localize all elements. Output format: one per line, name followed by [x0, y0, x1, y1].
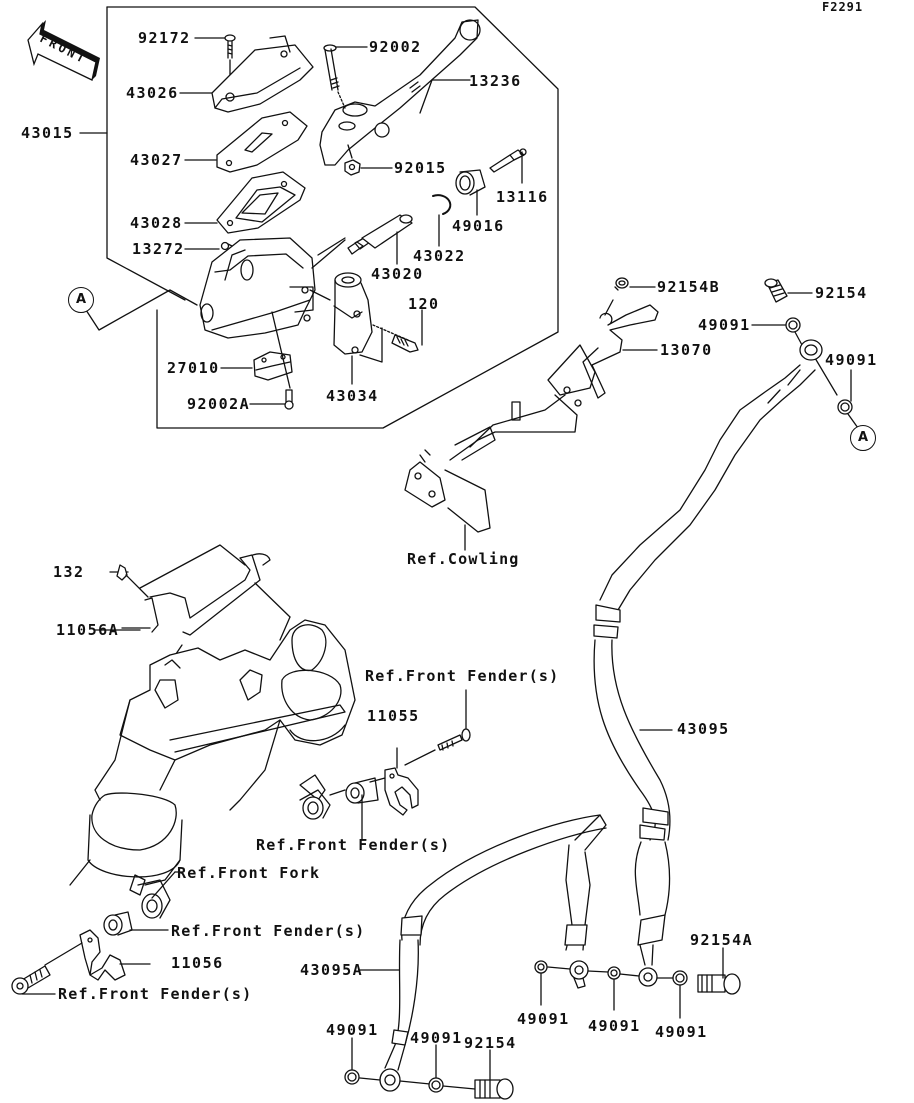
handlebar-clamp-43034 [333, 272, 383, 385]
assembly-outline-43015-left [106, 6, 186, 301]
ref-label-front-fork[interactable]: Ref.Front Fork [177, 864, 321, 882]
ref-label-front-fender-4[interactable]: Ref.Front Fender(s) [58, 985, 253, 1003]
hose-guide-13070 [582, 304, 659, 399]
fork-and-triple-clamp [11, 544, 471, 995]
front-direction-indicator: FRONT [26, 18, 104, 84]
banjo-bolt-92154-bot [474, 1049, 514, 1100]
part-label-92172[interactable]: 92172 [138, 29, 191, 47]
nut-92015 [344, 159, 361, 176]
part-label-120[interactable]: 120 [408, 295, 440, 313]
part-label-13272[interactable]: 13272 [132, 240, 185, 258]
washer-49091-mid3 [656, 970, 688, 1019]
washer-49091-top1 [785, 317, 801, 333]
banjo-bolt-92154-top [764, 278, 788, 303]
screw-92002A [284, 389, 294, 410]
ref-label-cowling[interactable]: Ref.Cowling [407, 550, 520, 568]
cowling-bracket [404, 344, 596, 551]
washer-49091-mid1 [534, 960, 548, 1006]
part-label-43028[interactable]: 43028 [130, 214, 183, 232]
part-label-43027[interactable]: 43027 [130, 151, 183, 169]
part-label-43015[interactable]: 43015 [21, 124, 74, 142]
part-label-49091-top1[interactable]: 49091 [698, 316, 751, 334]
diaphragm-43028 [216, 171, 306, 234]
part-label-11055[interactable]: 11055 [367, 707, 420, 725]
bolt-92154B [614, 277, 629, 291]
pivot-bolt-92002 [323, 44, 346, 109]
assembly-outline-43015 [106, 6, 559, 429]
brake-lever-13236 [319, 19, 481, 166]
brake-hose-43095A [359, 814, 607, 1071]
screw-13272 [220, 241, 233, 251]
part-label-132[interactable]: 132 [53, 563, 85, 581]
part-label-43020[interactable]: 43020 [371, 265, 424, 283]
circlip-43022 [432, 194, 452, 247]
part-label-13070[interactable]: 13070 [660, 341, 713, 359]
part-label-92015[interactable]: 92015 [394, 159, 447, 177]
part-label-49091-top2[interactable]: 49091 [825, 351, 878, 369]
part-label-11056A[interactable]: 11056A [56, 621, 120, 639]
master-cylinder-body [199, 237, 346, 339]
part-label-43034[interactable]: 43034 [326, 387, 379, 405]
part-label-92154B[interactable]: 92154B [657, 278, 721, 296]
leader-A-left [85, 289, 198, 331]
figure-code: F2291 [822, 0, 864, 14]
part-label-49091-bot1[interactable]: 49091 [326, 1021, 379, 1039]
washer-49091-mid2 [587, 966, 621, 1011]
washer-49091-bot1 [344, 1037, 360, 1085]
ref-label-front-fender-3[interactable]: Ref.Front Fender(s) [171, 922, 366, 940]
brake-hose-43095 [593, 339, 823, 966]
part-label-43095A[interactable]: 43095A [300, 961, 364, 979]
part-label-49016[interactable]: 49016 [452, 217, 505, 235]
push-rod-13116 [489, 148, 527, 184]
banjo-bolt-92154A [697, 947, 741, 995]
piston-43020 [317, 214, 413, 265]
washer-49091-bot2 [428, 1044, 476, 1093]
part-label-49091-mid1[interactable]: 49091 [517, 1010, 570, 1028]
part-label-13116[interactable]: 13116 [496, 188, 549, 206]
part-label-43026[interactable]: 43026 [126, 84, 179, 102]
banjo-fitting-mid2 [619, 967, 658, 987]
part-label-92154-bot[interactable]: 92154 [464, 1034, 517, 1052]
part-label-92002A[interactable]: 92002A [187, 395, 251, 413]
bolt-120 [372, 309, 423, 353]
part-label-43022[interactable]: 43022 [413, 247, 466, 265]
dust-boot-49016 [455, 169, 486, 216]
banjo-fitting-mid1 [547, 960, 589, 989]
front-arrow-icon [27, 20, 100, 81]
part-label-27010[interactable]: 27010 [167, 359, 220, 377]
washer-49091-top2 [837, 399, 853, 415]
banjo-fitting-bot [359, 1068, 431, 1092]
part-label-49091-mid3[interactable]: 49091 [655, 1023, 708, 1041]
part-label-43095[interactable]: 43095 [677, 720, 730, 738]
part-label-11056[interactable]: 11056 [171, 954, 224, 972]
part-label-92154A[interactable]: 92154A [690, 931, 754, 949]
connection-marker-a-right: A [850, 425, 876, 451]
ref-label-front-fender-2[interactable]: Ref.Front Fender(s) [256, 836, 451, 854]
diaphragm-plate-43027 [216, 111, 308, 173]
ref-label-front-fender-1[interactable]: Ref.Front Fender(s) [365, 667, 560, 685]
brake-switch-27010 [253, 311, 293, 389]
part-label-49091-mid2[interactable]: 49091 [588, 1017, 641, 1035]
connection-marker-a-left: A [68, 287, 94, 313]
reservoir-cap-43026 [211, 35, 314, 113]
part-label-92154-top[interactable]: 92154 [815, 284, 868, 302]
part-label-13236[interactable]: 13236 [469, 72, 522, 90]
part-label-49091-bot2[interactable]: 49091 [410, 1029, 463, 1047]
part-label-92002[interactable]: 92002 [369, 38, 422, 56]
